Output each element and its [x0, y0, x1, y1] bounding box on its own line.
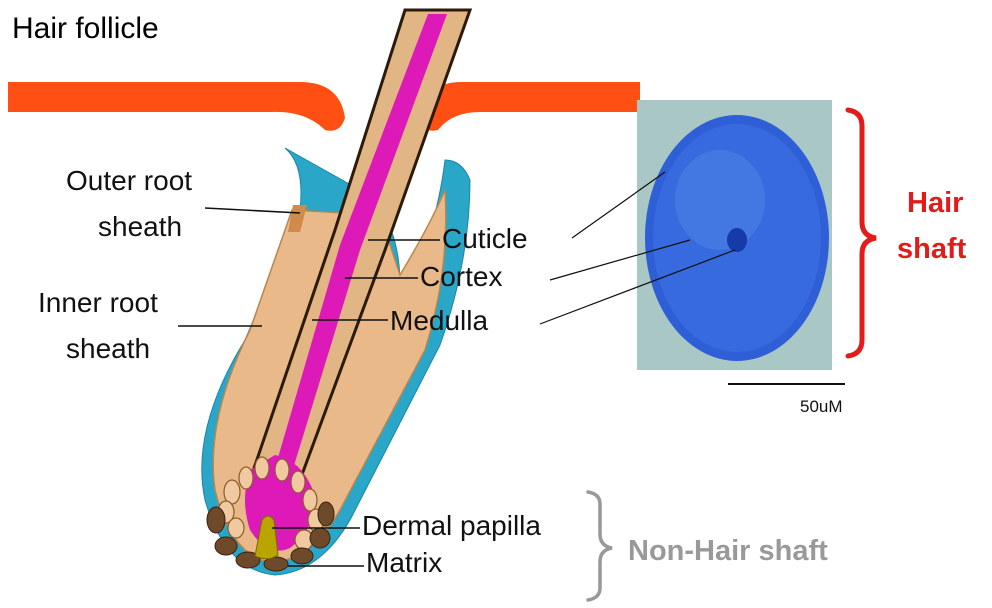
dermal-papilla-label: Dermal papilla — [362, 510, 541, 541]
hair-shaft-bracket-label-line2: shaft — [897, 233, 967, 265]
hair-shaft-bracket-label-line1: Hair — [907, 187, 963, 219]
cortex-label: Cortex — [420, 261, 502, 292]
diagram-title: Hair follicle — [12, 12, 159, 45]
hair-shaft-micrograph — [637, 100, 832, 370]
inner-root-sheath-label-line1: Inner root — [38, 287, 158, 318]
matrix-label: Matrix — [366, 547, 442, 578]
non-hair-shaft-label: Non-Hair shaft — [628, 535, 828, 567]
skin-surface-left — [8, 82, 345, 131]
skin-surface-right — [418, 82, 640, 131]
hair-shaft-bracket — [848, 110, 876, 356]
non-hair-shaft-bracket — [588, 492, 612, 600]
outer-root-sheath-label-line1: Outer root — [66, 165, 192, 196]
scale-bar-label: 50uM — [800, 397, 843, 416]
outer-root-sheath-label-line2: sheath — [98, 211, 182, 242]
cuticle-label: Cuticle — [442, 223, 528, 254]
medulla-label: Medulla — [390, 305, 488, 336]
outer-root-sheath-leader — [205, 208, 300, 213]
inner-root-sheath-label-line2: sheath — [66, 333, 150, 364]
